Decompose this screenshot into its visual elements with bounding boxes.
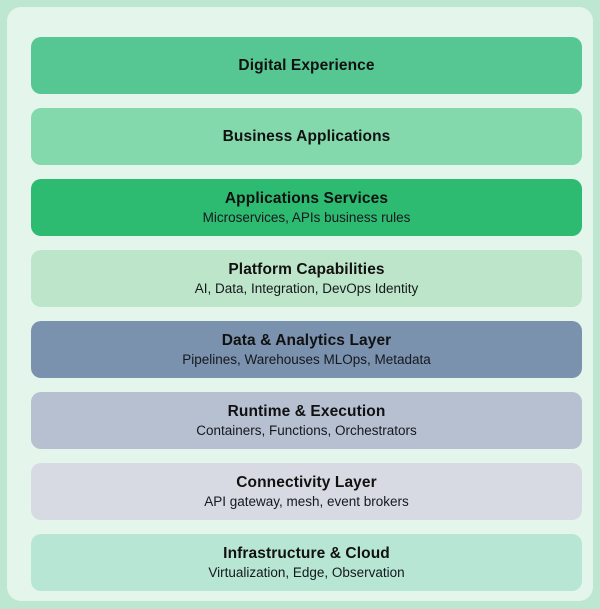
layer-subtitle: API gateway, mesh, event brokers bbox=[204, 493, 409, 509]
layer-subtitle: AI, Data, Integration, DevOps Identity bbox=[194, 280, 419, 296]
layer-band-infrastructure-cloud: Infrastructure & Cloud Virtualization, E… bbox=[31, 534, 582, 591]
layer-title: Infrastructure & Cloud bbox=[223, 544, 390, 562]
layer-title: Connectivity Layer bbox=[236, 473, 377, 491]
layer-band-applications-services: Applications Services Microservices, API… bbox=[31, 179, 582, 236]
layer-title: Digital Experience bbox=[238, 56, 375, 74]
layer-band-data-analytics: Data & Analytics Layer Pipelines, Wareho… bbox=[31, 321, 582, 378]
layer-title: Data & Analytics Layer bbox=[221, 331, 392, 349]
layer-title: Runtime & Execution bbox=[227, 402, 386, 420]
diagram-card: Digital Experience Business Applications… bbox=[7, 7, 593, 601]
layer-band-runtime-execution: Runtime & Execution Containers, Function… bbox=[31, 392, 582, 449]
layer-band-connectivity: Connectivity Layer API gateway, mesh, ev… bbox=[31, 463, 582, 520]
layer-title: Business Applications bbox=[222, 127, 391, 145]
layer-subtitle: Pipelines, Warehouses MLOps, Metadata bbox=[182, 351, 431, 367]
layer-band-digital-experience: Digital Experience bbox=[31, 37, 582, 94]
layer-title: Applications Services bbox=[224, 189, 389, 207]
layer-title: Platform Capabilities bbox=[228, 260, 385, 278]
layer-subtitle: Microservices, APIs business rules bbox=[202, 209, 411, 225]
layer-band-business-applications: Business Applications bbox=[31, 108, 582, 165]
layer-subtitle: Virtualization, Edge, Observation bbox=[208, 564, 405, 580]
layer-band-platform-capabilities: Platform Capabilities AI, Data, Integrat… bbox=[31, 250, 582, 307]
layer-subtitle: Containers, Functions, Orchestrators bbox=[196, 422, 417, 438]
layer-stack: Digital Experience Business Applications… bbox=[31, 37, 582, 591]
